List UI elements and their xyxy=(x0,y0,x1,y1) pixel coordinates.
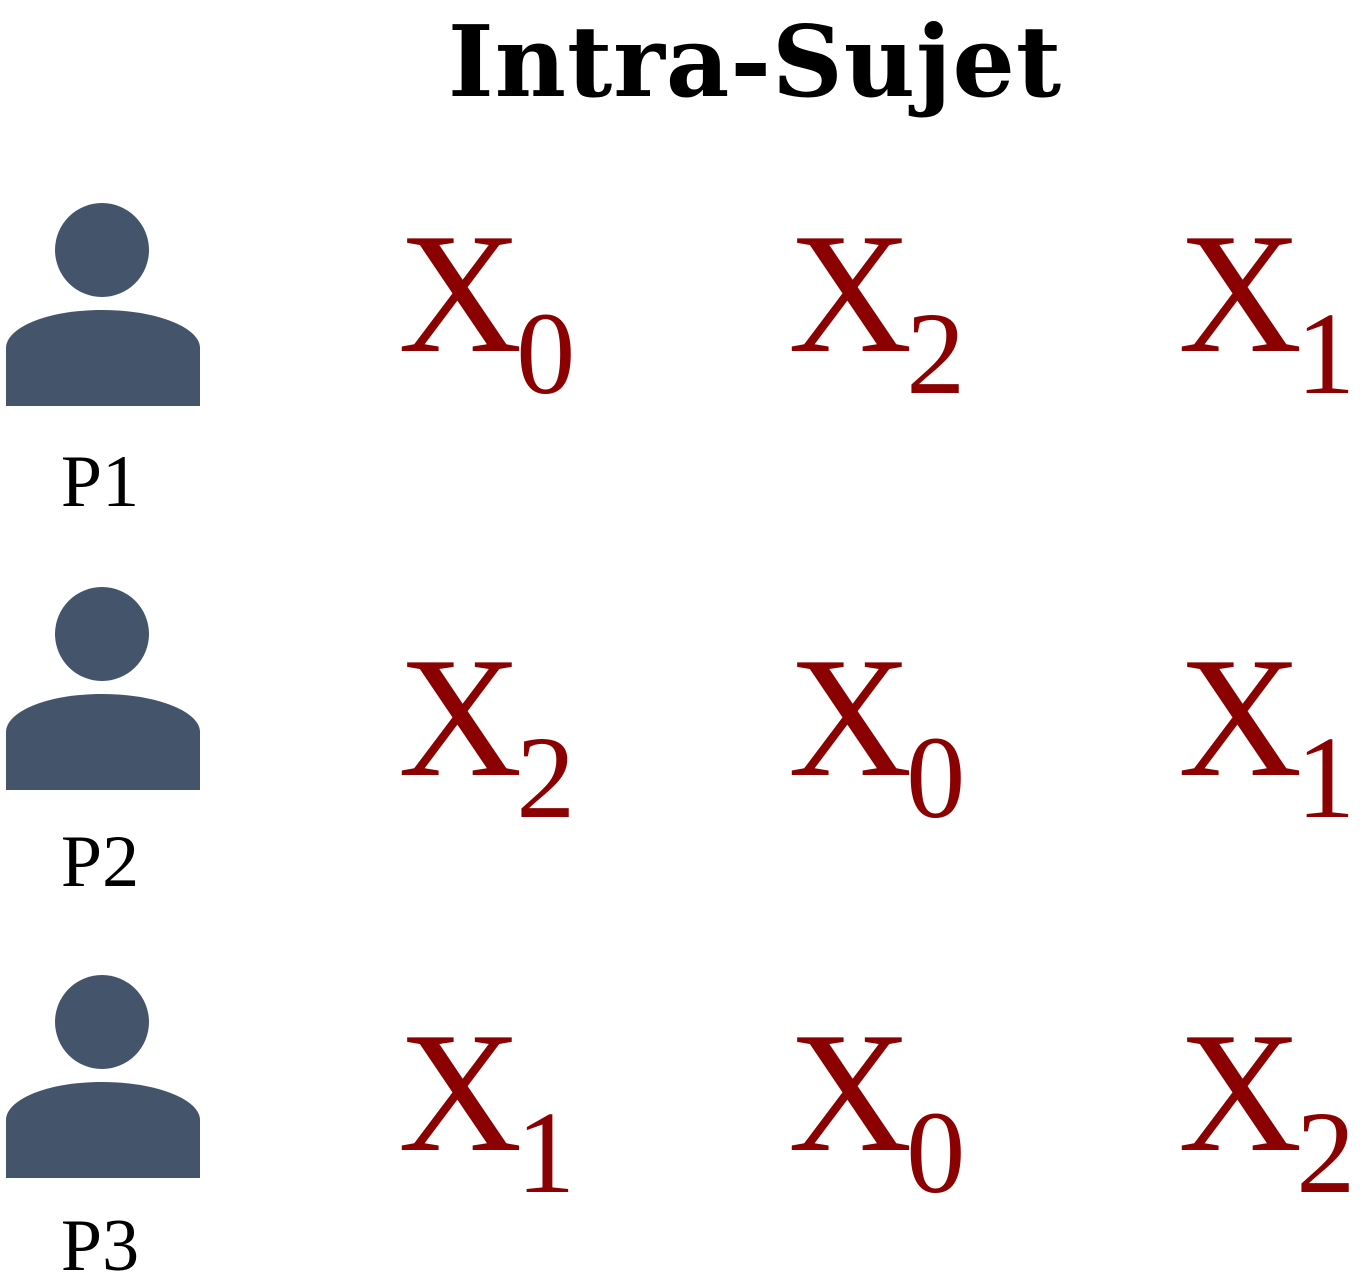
condition-subscript: 0 xyxy=(516,288,576,419)
condition-p1-1: X0 xyxy=(398,199,575,413)
condition-subscript: 0 xyxy=(906,712,966,843)
condition-letter: X xyxy=(1178,199,1303,389)
condition-p2-3: X1 xyxy=(1178,623,1355,837)
condition-subscript: 2 xyxy=(906,288,966,419)
condition-letter: X xyxy=(1178,998,1303,1188)
condition-p3-3: X2 xyxy=(1178,998,1355,1212)
condition-letter: X xyxy=(398,199,523,389)
participant-label: P3 xyxy=(60,1205,140,1287)
condition-subscript: 1 xyxy=(1296,288,1356,419)
diagram-title: Intra-Sujet xyxy=(447,5,1063,120)
condition-letter: X xyxy=(398,998,523,1188)
person-icon xyxy=(6,203,200,406)
participant-label: P2 xyxy=(60,821,140,903)
participant-p2: P2 xyxy=(0,586,205,906)
participant-p3: P3 xyxy=(0,974,205,1286)
condition-p3-2: X0 xyxy=(788,998,965,1212)
condition-p3-1: X1 xyxy=(398,998,575,1212)
condition-letter: X xyxy=(788,623,913,813)
condition-subscript: 2 xyxy=(516,712,576,843)
condition-p1-3: X1 xyxy=(1178,199,1355,413)
condition-letter: X xyxy=(1178,623,1303,813)
condition-letter: X xyxy=(788,199,913,389)
participant-p1: P1 xyxy=(0,202,205,522)
person-icon xyxy=(6,587,200,790)
participant-label: P1 xyxy=(60,441,140,523)
condition-subscript: 0 xyxy=(906,1087,966,1218)
condition-letter: X xyxy=(788,998,913,1188)
condition-subscript: 1 xyxy=(1296,712,1356,843)
condition-p1-2: X2 xyxy=(788,199,965,413)
condition-p2-2: X0 xyxy=(788,623,965,837)
person-icon xyxy=(6,975,200,1178)
condition-subscript: 1 xyxy=(516,1087,576,1218)
condition-letter: X xyxy=(398,623,523,813)
condition-p2-1: X2 xyxy=(398,623,575,837)
condition-subscript: 2 xyxy=(1296,1087,1356,1218)
